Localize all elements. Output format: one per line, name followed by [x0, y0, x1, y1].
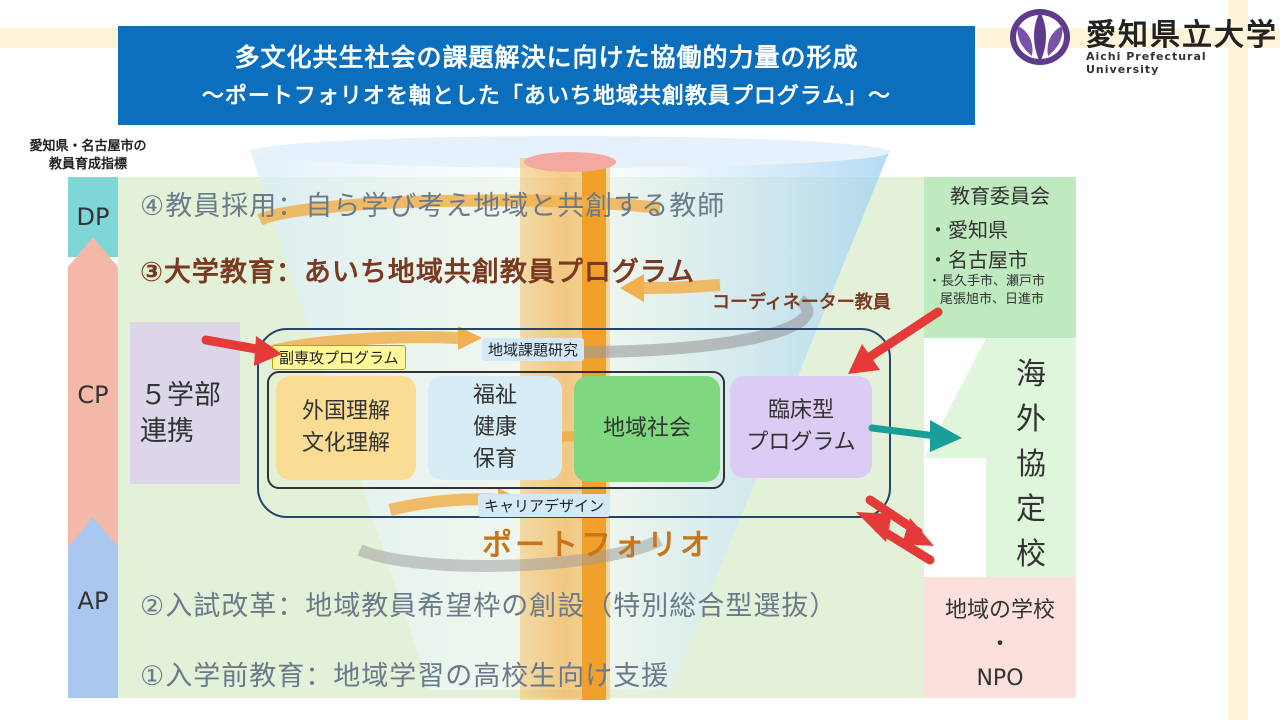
card-welfare-line-3: 保育 — [472, 447, 517, 472]
card-clinical-line-2: プログラム — [746, 430, 856, 455]
local-schools-line-3: NPO — [976, 666, 1024, 691]
faculties-box — [130, 322, 240, 484]
card-clinical-line-1: 臨床型 — [767, 398, 834, 423]
faculties-line-1: ５学部 — [140, 380, 221, 411]
board-item-aichi: ・愛知県 — [928, 218, 1008, 242]
funnel-decoration — [250, 136, 890, 700]
board-of-education-box — [924, 177, 1076, 338]
faculties-text: ５学部 連携 — [140, 378, 221, 450]
university-english-name: Aichi Prefectural University — [1086, 50, 1207, 76]
card-community-line-1: 地域社会 — [602, 416, 691, 441]
red-arrow-board-to-clinical — [848, 307, 943, 374]
level-3-university-education: ③大学教育：あいち地域共創教員プログラム — [140, 257, 696, 288]
ap-band-arrow — [68, 517, 118, 698]
local-schools-label: 地域の学校 ・ NPO — [924, 594, 1076, 696]
board-small-line-1: ・長久手市、瀬戸市 — [928, 274, 1046, 289]
minor-program-tag: 副専攻プログラム — [272, 345, 406, 370]
dp-label: DP — [76, 203, 110, 231]
career-design-tag: キャリアデザイン — [478, 494, 611, 517]
card-foreign-line-2: 文化理解 — [301, 431, 390, 456]
board-small-line-2: 尾張旭市、日進市 — [940, 292, 1045, 307]
faculties-line-2: 連携 — [140, 416, 194, 447]
ap-label-wrap: AP — [68, 566, 118, 636]
card-foreign-culture: 外国理解 文化理解 — [276, 376, 416, 480]
cp-band-arrow — [68, 237, 118, 547]
red-arrow-to-local-school — [865, 495, 934, 546]
card-welfare-health-childcare: 福祉 健康 保育 — [428, 376, 562, 480]
cp-label: CP — [77, 381, 109, 409]
cp-label-wrap: CP — [68, 360, 118, 430]
card-local-community: 地域社会 — [574, 376, 720, 482]
level-4-recruitment: ④教員採用：自ら学び考え地域と共創する教師 — [140, 191, 726, 222]
overseas-char-2: 外 — [1016, 402, 1046, 437]
program-outer-frame — [257, 328, 891, 518]
title-line-2: 〜ポートフォリオを軸とした「あいち地域共創教員プログラム」〜 — [201, 84, 892, 109]
university-name: 愛知県立大学 — [1086, 18, 1278, 53]
board-item-nagoya: ・名古屋市 — [928, 248, 1028, 272]
teacher-indicator-note: 愛知県・名古屋市の 教員育成指標 — [8, 138, 168, 174]
teal-arrow-to-overseas — [868, 420, 962, 452]
board-title: 教育委員会 — [950, 184, 1050, 208]
local-schools-line-2: ・ — [988, 632, 1011, 657]
level-1-pre-enrollment: ①入学前教育：地域学習の高校生向け支援 — [140, 661, 670, 692]
note-line-1: 愛知県・名古屋市の — [29, 139, 147, 154]
portfolio-label: ポートフォリオ — [482, 528, 713, 563]
card-foreign-line-1: 外国理解 — [301, 399, 390, 424]
local-schools-line-1: 地域の学校 — [944, 598, 1055, 623]
background-stripe-right — [1228, 0, 1248, 720]
overseas-char-5: 校 — [1016, 537, 1046, 572]
coordinator-label: コーディネーター教員 — [712, 292, 891, 313]
red-arrow-into-minor — [201, 335, 282, 366]
red-arrow-from-local-school — [856, 512, 935, 565]
card-clinical-program: 臨床型 プログラム — [730, 376, 872, 478]
overseas-schools-shape — [924, 338, 1076, 580]
overseas-char-4: 定 — [1016, 492, 1046, 527]
university-flower-icon — [1010, 9, 1070, 65]
minor-program-frame — [267, 371, 725, 489]
note-line-2: 教員育成指標 — [48, 157, 127, 172]
title-banner: 多文化共生社会の課題解決に向けた協働的力量の形成 〜ポートフォリオを軸とした「あ… — [118, 26, 975, 125]
level-2-admission-reform: ②入試改革：地域教員希望枠の創設（特別総合型選抜） — [140, 591, 838, 622]
title-line-1: 多文化共生社会の課題解決に向けた協働的力量の形成 — [234, 43, 859, 72]
local-schools-box — [924, 577, 1076, 698]
overseas-schools-label: 海 外 協 定 校 — [986, 352, 1076, 577]
card-welfare-line-1: 福祉 — [472, 383, 517, 408]
ap-label: AP — [77, 587, 109, 615]
overseas-char-3: 協 — [1016, 447, 1046, 482]
card-welfare-line-2: 健康 — [472, 415, 517, 440]
overseas-char-1: 海 — [1016, 357, 1046, 392]
regional-research-tag: 地域課題研究 — [482, 338, 585, 361]
